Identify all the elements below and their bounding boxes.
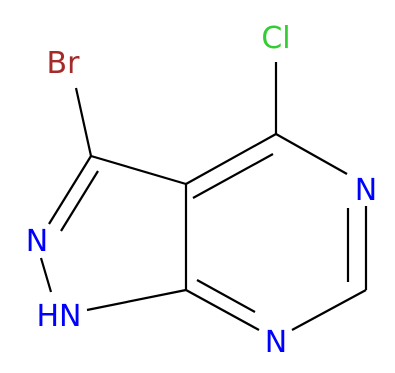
bond-c3-n2-double (60, 170, 99, 232)
bond-c4-n5 (275, 133, 348, 175)
atom-labels: Br Cl N HN N N (26, 21, 377, 360)
atom-cl: Cl (261, 21, 290, 56)
atom-n-pyrazole: N (26, 224, 48, 259)
bond-c3a-c4 (185, 133, 277, 185)
bond-n7-c7a (185, 289, 260, 331)
bonds (39, 62, 368, 331)
atom-nh: HN (37, 299, 82, 334)
bond-c6-n7 (291, 289, 367, 331)
bond-n2-n1 (39, 257, 53, 293)
atom-n-top-right: N (355, 173, 377, 208)
bond-n7-c7a-double (196, 279, 256, 313)
bond-c3a-c4-double (192, 153, 274, 199)
atom-br: Br (47, 46, 81, 81)
bond-n1-c7a (86, 288, 187, 312)
bond-c3a-c3 (90, 154, 187, 186)
bond-c3-n2 (48, 155, 92, 225)
bond-br-c3 (74, 87, 93, 157)
atom-n-bottom: N (265, 325, 287, 360)
